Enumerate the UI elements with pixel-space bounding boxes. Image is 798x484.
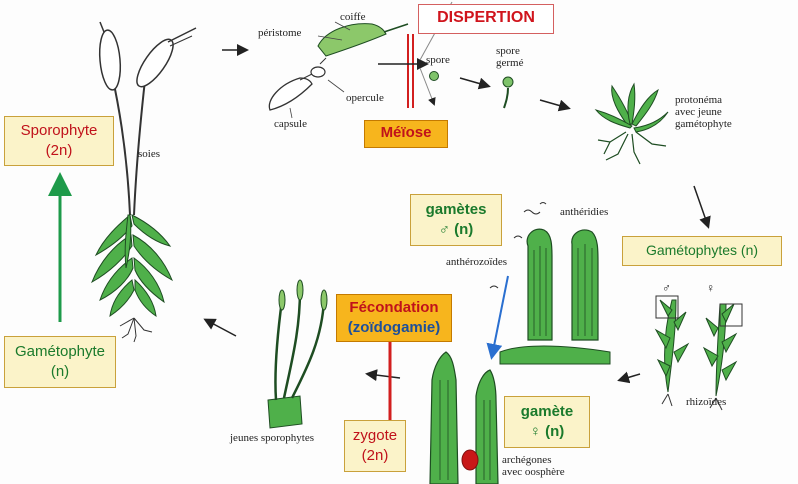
label-archegones-1: archégones [502, 454, 552, 466]
arrow-spore-to-germ [459, 77, 491, 90]
capsule-drawing [268, 21, 409, 119]
adult-gametophytes-drawing [654, 295, 743, 411]
box-gamete-female-title: gamète [520, 403, 574, 420]
archegones-drawing [429, 351, 499, 484]
box-fecondation-title: Fécondation [349, 299, 439, 316]
label-antheridies: anthéridies [560, 206, 609, 218]
box-zygote-title: zygote [352, 427, 398, 444]
arrow-to-sporophyte [203, 318, 237, 337]
box-meiose-title: Méïose [380, 124, 432, 141]
meiose-bar [407, 34, 414, 108]
arrow-to-gametophytes [693, 185, 711, 229]
box-gametes-male: gamètes ♂ (n) [410, 194, 502, 246]
dispersion-line-2 [419, 67, 436, 106]
box-gametophytes-right: Gamétophytes (n) [622, 236, 782, 266]
antheridies-drawing [489, 202, 611, 365]
box-dispertion: DISPERTION [418, 4, 554, 34]
box-gamete-female: gamète ♀ (n) [504, 396, 590, 448]
box-gametophyte-left: Gamétophyte (n) [4, 336, 116, 388]
box-fecondation-subtitle: (zoïdogamie) [347, 319, 441, 336]
jeunes-sporophytes-drawing [267, 279, 328, 429]
sporophyte-plant-drawing [91, 21, 197, 343]
label-soies: soies [138, 148, 160, 160]
label-opercule: opercule [346, 92, 384, 104]
box-zygote: zygote (2n) [344, 420, 406, 472]
box-gametophyte-left-title: Gamétophyte [14, 343, 106, 360]
arrow-blue-fertilization [486, 275, 509, 360]
box-fecondation: Fécondation (zoïdogamie) [336, 294, 452, 342]
box-sporophyte-title: Sporophyte [20, 122, 98, 139]
label-spore: spore [426, 54, 450, 66]
protonema-drawing [594, 82, 669, 165]
label-antherozoides: anthérozoïdes [446, 256, 508, 268]
box-gametophytes-right-title: Gamétophytes (n) [645, 242, 759, 258]
label-protonema-3: gamétophyte [675, 118, 732, 130]
box-sporophyte-ploidy: (2n) [45, 142, 73, 159]
spore-germe-drawing [502, 76, 514, 109]
box-gametes-male-title: gamètes [425, 201, 487, 218]
label-rhizoides: rhizoïdes [686, 396, 727, 408]
box-sporophyte: Sporophyte (2n) [4, 116, 114, 166]
label-archegones-2: avec oosphère [502, 466, 565, 478]
box-dispertion-title: DISPERTION [437, 9, 535, 26]
arrow-to-protonema [539, 99, 571, 112]
label-capsule: capsule [274, 118, 307, 130]
box-gametophyte-left-ploidy: (n) [50, 363, 70, 380]
female-symbol: ♀ [706, 281, 715, 295]
label-protonema-1: protonéma [675, 94, 723, 106]
label-protonema-2: avec jeune [675, 106, 722, 118]
arrow-gametophyte-to-gamete [617, 371, 641, 384]
label-spore-germe-1: spore [496, 45, 520, 57]
spore-drawing [429, 71, 439, 81]
box-meiose: Méïose [364, 120, 448, 148]
box-gametes-male-ploidy: ♂ (n) [438, 221, 474, 238]
label-spore-germe-2: germé [496, 57, 524, 69]
box-zygote-ploidy: (2n) [361, 447, 389, 464]
arrow-to-young-sporophytes [365, 369, 401, 382]
box-gamete-female-ploidy: ♀ (n) [529, 423, 565, 440]
male-symbol: ♂ [662, 281, 671, 295]
label-peristome: péristome [258, 27, 302, 39]
label-coiffe: coiffe [340, 11, 366, 23]
label-jeunes-sporophytes: jeunes sporophytes [230, 432, 315, 444]
